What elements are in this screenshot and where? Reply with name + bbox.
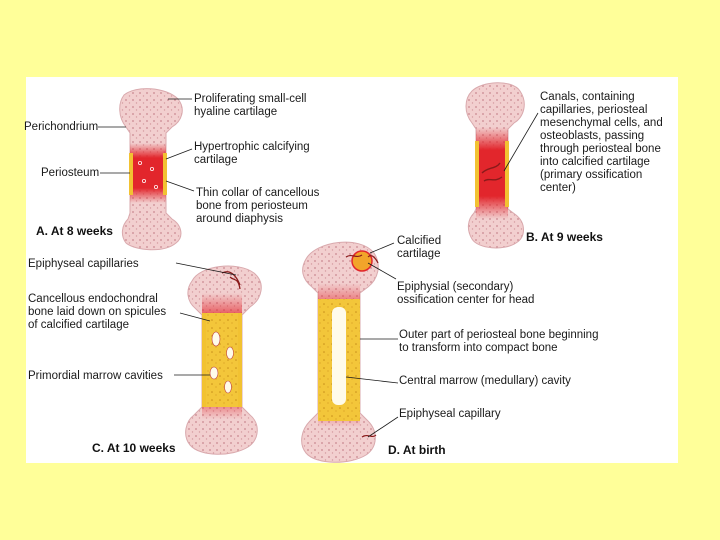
figure-panel: Proliferating small-cell hyaline cartila… [26,77,678,463]
label-secondary-ossification: Epiphysial (secondary) ossification cent… [397,281,534,307]
periosteal-collar-left [129,153,133,195]
caption-d: D. At birth [388,443,446,457]
periosteal-bone-left [202,313,206,407]
medullary-cavity [332,307,346,405]
bone-c-10-weeks [186,266,262,454]
caption-b: B. At 9 weeks [526,230,603,244]
label-central-marrow-cavity: Central marrow (medullary) cavity [399,375,571,388]
calcified-zone [476,127,508,219]
label-epiphyseal-capillary: Epiphyseal capillary [399,408,501,421]
bone-b-9-weeks [466,83,524,248]
label-marrow-cavities: Primordial marrow cavities [28,370,163,383]
caption-c: C. At 10 weeks [92,441,176,455]
label-proliferating-cartilage: Proliferating small-cell hyaline cartila… [194,93,306,119]
label-epiphyseal-capillaries: Epiphyseal capillaries [28,258,139,271]
label-periosteum: Periosteum [41,167,99,180]
caption-a: A. At 8 weeks [36,224,113,238]
label-perichondrium: Perichondrium [24,121,98,134]
label-cancellous-bone: Cancellous endochondral bone laid down o… [28,293,166,332]
periosteal-collar-right [163,153,167,195]
secondary-ossification-center [352,251,372,271]
periosteal-bone-right [238,313,242,407]
label-outer-periosteal-bone: Outer part of periosteal bone beginning … [399,329,598,355]
hypertrophic-zone [130,143,166,203]
label-calcified-cartilage: Calcified cartilage [397,235,441,261]
bone-d-at-birth [302,242,379,462]
cancellous-bone [204,313,240,407]
label-canals: Canals, containing capillaries, perioste… [540,91,663,195]
label-hypertrophic-cartilage: Hypertrophic calcifying cartilage [194,141,310,167]
label-thin-collar: Thin collar of cancellous bone from peri… [196,187,319,226]
bone-a-8-weeks [120,89,183,250]
periosteal-bone-right [505,141,509,207]
periosteal-bone-left [475,141,479,207]
